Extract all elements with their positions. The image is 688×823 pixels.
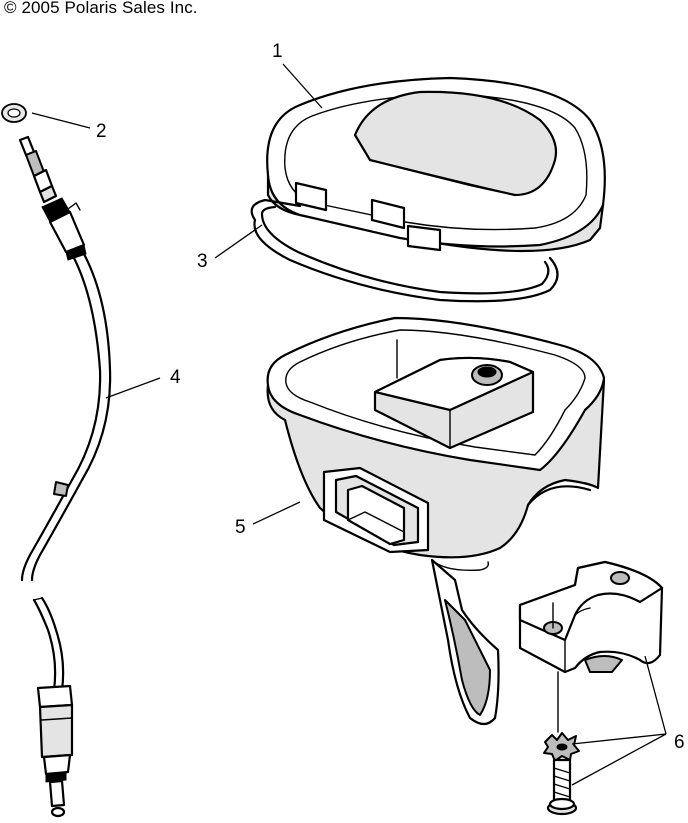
callout-6: 6	[674, 732, 685, 753]
callout-2: 2	[96, 121, 107, 142]
part-3-gasket	[250, 198, 559, 303]
part-1-cover	[266, 76, 606, 253]
leader-6a	[644, 655, 667, 735]
thumb-lever	[430, 558, 500, 726]
part-6-clamp	[518, 560, 664, 674]
leader-1	[282, 63, 323, 109]
callout-5: 5	[235, 517, 246, 538]
leader-3	[214, 224, 263, 259]
leader-6c	[571, 733, 667, 786]
leader-4	[105, 377, 161, 399]
callout-1: 1	[272, 41, 283, 62]
part-5-housing	[266, 316, 606, 559]
leader-5	[252, 501, 301, 525]
leader-2	[31, 112, 91, 129]
callout-3: 3	[197, 251, 208, 272]
leader-6b	[571, 733, 667, 745]
leader-lines	[31, 63, 667, 786]
part-2-ring	[1, 103, 27, 123]
part-4-cable	[18, 135, 112, 818]
part-6-screw	[543, 671, 580, 816]
callout-4: 4	[170, 367, 181, 388]
copyright-notice: © 2005 Polaris Sales Inc.	[4, 0, 198, 17]
